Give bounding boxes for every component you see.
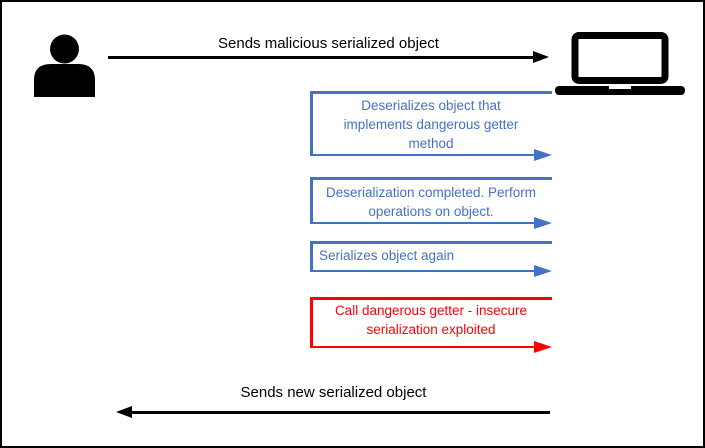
box-bottom-edge xyxy=(310,345,538,348)
request-arrow-line xyxy=(108,56,536,59)
self-message-exploit: Call dangerous getter - insecure seriali… xyxy=(310,297,552,354)
box-bottom-edge xyxy=(310,221,538,224)
box-top-edge xyxy=(310,241,552,244)
box-top-edge xyxy=(310,177,552,180)
box-bottom-edge xyxy=(310,153,538,156)
server-laptop-icon xyxy=(555,32,685,95)
request-arrowhead-icon xyxy=(533,51,549,63)
self-arrowhead-icon xyxy=(534,341,552,354)
text-line: Serializes object again xyxy=(319,248,455,263)
box-left-edge xyxy=(310,241,313,272)
self-message-text: Serializes object again xyxy=(310,241,552,265)
self-message-deserialization-completed: Deserialization completed. Perform opera… xyxy=(310,177,552,230)
self-message-text: Deserializes object that implements dang… xyxy=(310,91,552,153)
text-line: serialization exploited xyxy=(366,322,496,337)
text-line: operations on object. xyxy=(368,204,494,219)
text-line: method xyxy=(408,136,454,151)
self-arrowhead-icon xyxy=(534,149,552,162)
box-left-edge xyxy=(310,177,313,224)
response-arrow-line xyxy=(131,411,550,414)
response-arrowhead-icon xyxy=(116,406,132,418)
text-line: Deserializes object that xyxy=(361,98,501,113)
box-left-edge xyxy=(310,297,313,348)
box-top-edge xyxy=(310,297,552,300)
self-message-deserializes: Deserializes object that implements dang… xyxy=(310,91,552,162)
response-message-label: Sends new serialized object xyxy=(240,384,427,401)
self-message-text: Call dangerous getter - insecure seriali… xyxy=(310,297,552,339)
text-line: Deserialization completed. Perform xyxy=(325,185,537,200)
box-left-edge xyxy=(310,91,313,156)
self-arrowhead-icon xyxy=(534,265,552,278)
box-top-edge xyxy=(310,91,552,94)
box-bottom-edge xyxy=(310,269,538,272)
text-line: implements dangerous getter xyxy=(343,117,519,132)
text-line: Call dangerous getter - insecure xyxy=(334,303,528,318)
attacker-person-icon xyxy=(34,34,95,97)
self-message-text: Deserialization completed. Perform opera… xyxy=(310,177,552,221)
request-message-label: Sends malicious serialized object xyxy=(218,35,439,52)
self-arrowhead-icon xyxy=(534,217,552,230)
self-message-serializes-again: Serializes object again xyxy=(310,241,552,278)
